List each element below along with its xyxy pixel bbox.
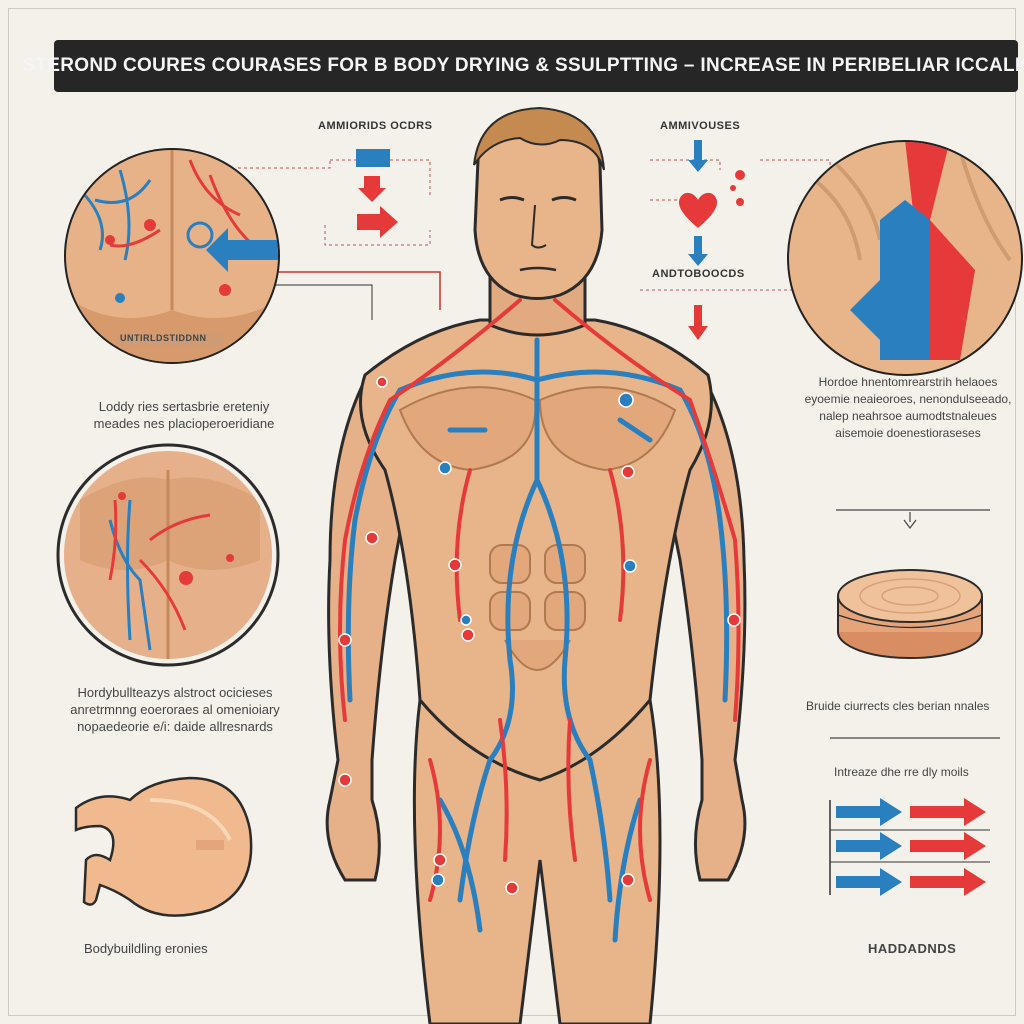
page-title: STEROND COURES COURASES FOR B BODY DRYIN… bbox=[22, 55, 1024, 76]
paragraph-right-upper: Hordoe hnentomrearstrih helaoes eyoemie … bbox=[804, 375, 1012, 440]
circle-abs-closeup bbox=[56, 443, 280, 667]
label-top-left-arrows: AMMIORIDS OCDRS bbox=[318, 120, 433, 132]
human-figure bbox=[325, 106, 747, 1024]
arrow-rows bbox=[829, 798, 990, 896]
connector-solid bbox=[275, 271, 441, 310]
right-divider bbox=[830, 509, 1000, 739]
circle-chest-closeup bbox=[64, 148, 280, 364]
label-mid-right-arrows: ANDTOBOOCDS bbox=[652, 268, 745, 280]
circle-muscle-closeup bbox=[787, 140, 1023, 376]
stomach-illustration bbox=[74, 776, 253, 917]
paragraph-right-mid: Bruide ciurrects cles berian nnales bbox=[806, 699, 990, 713]
tablet-disc bbox=[837, 569, 983, 659]
circle-left-caption: UNTIRLDSTIDDNN bbox=[120, 333, 207, 343]
paragraph-left-lower: Hordybullteazys alstroct ocicieses anret… bbox=[70, 685, 280, 734]
caption-bottom-left: Bodybuildling eronies bbox=[84, 941, 208, 956]
arrow-group-right bbox=[678, 140, 745, 340]
label-top-right-arrows: AMMIVOUSES bbox=[660, 120, 741, 132]
title-banner: STEROND COURES COURASES FOR B BODY DRYIN… bbox=[22, 40, 1024, 92]
caption-bottom-right: HADDADNDS bbox=[868, 941, 957, 956]
arrow-group-left bbox=[356, 149, 398, 238]
paragraph-right-lower: Intreaze dhe rre dly moils bbox=[834, 765, 969, 779]
paragraph-left-upper: Loddy ries sertasbrie ereteniy meades ne… bbox=[93, 399, 275, 431]
